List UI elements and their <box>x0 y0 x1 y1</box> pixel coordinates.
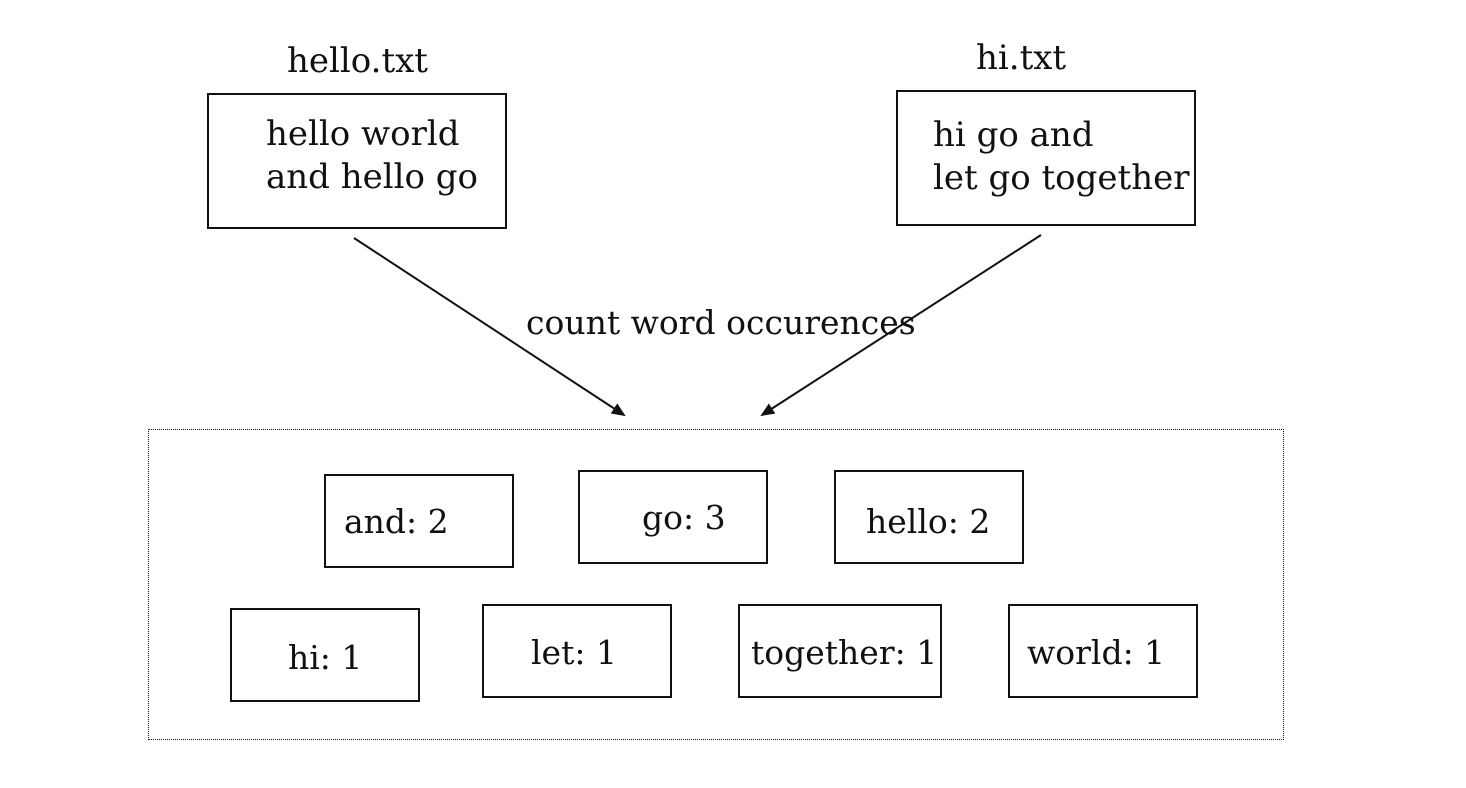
count-box-world: world: 1 <box>1008 604 1198 698</box>
hello-file-line-1: hello world <box>266 114 460 154</box>
operation-label: count word occurences <box>526 303 916 342</box>
right-flow-arrow <box>760 234 1042 417</box>
hello-file-line-2: and hello go <box>266 157 479 197</box>
count-box-and: and: 2 <box>324 474 514 568</box>
hi-file-line-1: hi go and <box>933 115 1094 155</box>
count-label: hi: 1 <box>288 638 363 677</box>
count-label: let: 1 <box>531 633 617 672</box>
count-label: together: 1 <box>751 633 938 672</box>
hi-file-title: hi.txt <box>976 38 1067 78</box>
count-box-together: together: 1 <box>738 604 942 698</box>
left-flow-arrow <box>353 237 626 417</box>
count-label: hello: 2 <box>866 502 991 541</box>
hello-file-title: hello.txt <box>287 41 428 81</box>
count-label: world: 1 <box>1027 633 1166 672</box>
word-count-results-container <box>148 429 1284 740</box>
count-box-hi: hi: 1 <box>230 608 420 702</box>
count-box-hello: hello: 2 <box>834 470 1024 564</box>
hello-file-box: hello world and hello go <box>207 93 507 229</box>
count-label: go: 3 <box>642 498 726 537</box>
hi-file-line-2: let go together <box>933 158 1190 198</box>
count-label: and: 2 <box>344 502 449 541</box>
count-box-let: let: 1 <box>482 604 672 698</box>
hi-file-box: hi go and let go together <box>896 90 1196 226</box>
count-box-go: go: 3 <box>578 470 768 564</box>
